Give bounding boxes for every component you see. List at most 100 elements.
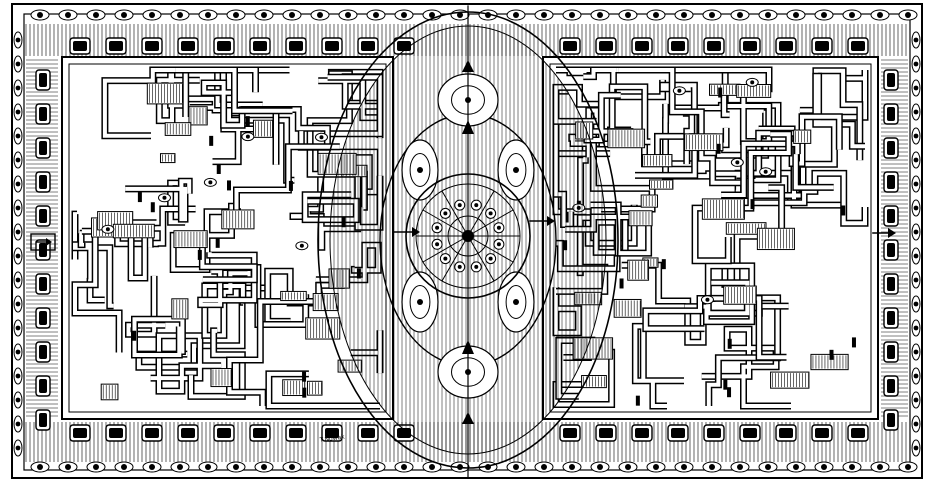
window-fill [217,428,231,438]
eye-pupil [317,12,323,18]
maze-door [209,135,214,146]
eye-pupil [541,464,547,470]
hatched-block [100,383,119,401]
window-fill [743,41,757,51]
eye-pupil [849,12,855,18]
maze-door [341,217,346,228]
eye-pupil [177,12,183,18]
maze-corridor [175,68,293,113]
eye-pupil [913,253,919,259]
window-fill [635,428,649,438]
right-maze-paths [552,66,869,410]
eye-pupil [709,464,715,470]
maze-corridor [125,179,192,222]
eye-pupil [65,12,71,18]
window-fill [145,428,159,438]
maze-door [245,116,250,127]
wheel-eye-pupil [435,242,440,247]
window-fill [361,428,375,438]
hatched-block [337,359,363,373]
maze-corridor [633,324,684,408]
maze-corridor [753,171,867,226]
eye-pupil [205,464,211,470]
maze-door [197,249,202,260]
maze-corridor [720,68,771,144]
eye-pupil [373,464,379,470]
window-fill [707,41,721,51]
maze-door [635,395,640,406]
hatched-block [210,368,233,388]
hatched-block [607,128,646,149]
maze-eye-pupil [576,205,581,210]
eye-pupil [205,12,211,18]
eye-pupil [513,12,519,18]
eye-border [13,9,921,473]
window-fill [887,413,895,427]
hatched-block [756,227,795,251]
eye-pupil [625,464,631,470]
maze-eye-pupil [763,169,768,174]
maze-door [841,205,846,216]
maze-door [727,387,732,398]
maze-door [215,237,220,248]
maze-corridor [554,287,581,335]
hatched-block [188,106,208,126]
eye-pupil [65,464,71,470]
maze-eye-pupil [245,134,250,139]
maze-door [829,349,834,360]
left-entrance-arrow [30,233,56,251]
hatched-block [793,129,812,144]
hatched-block [642,154,673,168]
maze-door [723,379,728,390]
eye-pupil [913,85,919,91]
maze-corridor [721,141,800,197]
wheel-eye-pupil [443,256,448,261]
eye-pupil [913,109,919,115]
maze-eye-pupil [162,195,167,200]
maze-door [132,330,137,341]
wheel-spoke [467,235,514,263]
triangle-marker [462,60,474,72]
window-fill [599,428,613,438]
maze-door [750,199,755,210]
triangle-marker [462,412,474,424]
maze-corridor [556,215,628,271]
eye-pupil [15,157,21,163]
eye-pupil [913,181,919,187]
eye-pupil [913,205,919,211]
hatched-block [146,82,184,105]
eye-pupil [597,12,603,18]
window-fill [851,41,865,51]
eye-pupil [913,37,919,43]
eye-pupil [373,12,379,18]
window-fill [39,379,47,393]
eye-pupil [913,445,919,451]
eye-pupil [905,464,911,470]
window-fill [887,277,895,291]
window-fill [39,73,47,87]
maze-corridor [73,212,77,260]
maze-door [563,240,568,251]
window-fill [635,41,649,51]
wheel-spoke [441,190,469,237]
eye-pupil [233,12,239,18]
wheel-eye-pupil [488,256,493,261]
wheel-eye-pupil [443,211,448,216]
maze-wall [354,168,384,231]
window-fill [39,107,47,121]
eye-pupil [709,12,715,18]
window-fill [887,379,895,393]
eye-pupil [15,229,21,235]
maze-door [727,338,732,349]
window-fill [217,41,231,51]
window-fill [39,277,47,291]
maze-door [227,180,232,191]
eye-pupil [913,349,919,355]
eye-pupil [541,12,547,18]
eye-pupil [457,12,463,18]
maze-door [150,202,155,213]
window-fill [887,141,895,155]
maze-door [288,180,293,191]
eye-pupil [149,464,155,470]
maze-corridor [795,74,865,167]
